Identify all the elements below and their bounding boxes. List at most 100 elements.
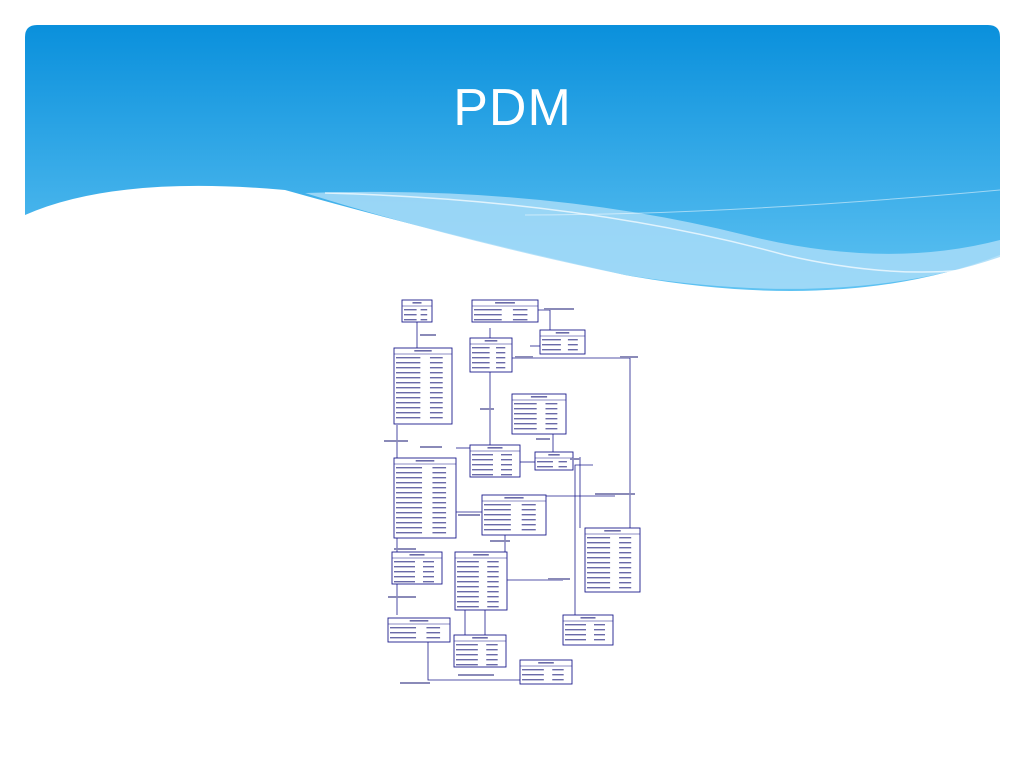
- entity-attribute: [587, 572, 611, 574]
- entity-attribute: [457, 601, 479, 603]
- entity-attribute: [390, 627, 417, 629]
- entity-attribute-type: [429, 392, 443, 394]
- entity-attribute: [390, 632, 417, 634]
- entity-attribute: [587, 552, 611, 554]
- entity-attribute-type: [545, 403, 558, 405]
- entity-attribute-type: [521, 504, 536, 506]
- entity-attribute-type: [423, 566, 434, 568]
- relation-label: [620, 356, 638, 358]
- entity-attribute-type: [429, 412, 443, 414]
- entity-attribute-type: [426, 637, 441, 639]
- entity-attribute: [396, 367, 421, 369]
- entity-attribute: [514, 408, 537, 410]
- relation-label: [420, 446, 442, 448]
- entity-title: [414, 350, 432, 352]
- relation-line: [427, 642, 520, 681]
- entity-box: [401, 299, 433, 323]
- relation-label: [458, 674, 494, 676]
- entity-title: [472, 637, 488, 639]
- relation-label: [544, 308, 574, 310]
- entity-attribute-type: [619, 537, 632, 539]
- entity-attribute-type: [432, 467, 447, 469]
- entity-attribute-type: [429, 377, 443, 379]
- entity-attribute-type: [432, 507, 447, 509]
- entity-box: [584, 527, 641, 593]
- entity-attribute: [587, 582, 611, 584]
- entity-attribute: [587, 567, 611, 569]
- entity-attribute-type: [423, 571, 434, 573]
- entity-title: [473, 554, 489, 556]
- slide-title: PDM: [453, 79, 572, 137]
- entity-attribute-type: [521, 514, 536, 516]
- entity-attribute-type: [429, 417, 443, 419]
- entity-attribute: [472, 347, 490, 349]
- entity-attribute: [457, 586, 479, 588]
- entity-attribute: [456, 664, 478, 666]
- entity-attribute: [587, 557, 611, 559]
- entity-attribute: [396, 377, 421, 379]
- entity-attribute-type: [496, 352, 506, 354]
- entity-attribute-type: [487, 591, 499, 593]
- entity-attribute-type: [487, 596, 499, 598]
- entity-attribute: [457, 591, 479, 593]
- entity-attribute: [565, 629, 586, 631]
- entity-attribute: [587, 547, 611, 549]
- entity-attribute: [456, 644, 478, 646]
- entity-attribute: [396, 517, 423, 519]
- entity-attribute: [542, 339, 561, 341]
- entity-attribute: [522, 679, 544, 681]
- entity-box: [453, 634, 507, 668]
- entity-attribute: [396, 382, 421, 384]
- entity-attribute-type: [432, 487, 447, 489]
- entity-attribute: [396, 357, 421, 359]
- entity-attribute: [472, 469, 493, 471]
- entity-attribute: [484, 529, 511, 531]
- entity-attribute-type: [496, 362, 506, 364]
- entity-box: [469, 444, 521, 478]
- entity-attribute-type: [619, 547, 632, 549]
- entity-attribute: [565, 634, 586, 636]
- entity-attribute: [396, 532, 423, 534]
- relation-label: [536, 438, 550, 440]
- entity-attribute: [484, 519, 511, 521]
- entity-attribute-type: [429, 402, 443, 404]
- entity-attribute: [484, 509, 511, 511]
- entity-attribute-type: [432, 512, 447, 514]
- pdm-diagram-svg: [384, 299, 641, 685]
- entity-attribute: [514, 418, 537, 420]
- banner-wave-line: [524, 189, 1000, 216]
- entity-attribute: [390, 637, 417, 639]
- entity-attribute: [396, 417, 421, 419]
- entity-attribute-type: [619, 582, 632, 584]
- entity-attribute-type: [487, 576, 499, 578]
- entity-attribute-type: [496, 367, 506, 369]
- entity-attribute-type: [429, 397, 443, 399]
- entity-attribute-type: [512, 314, 528, 316]
- entity-attribute: [514, 403, 537, 405]
- entity-title: [484, 340, 498, 342]
- entity-attribute-type: [552, 679, 564, 681]
- entity-attribute: [542, 344, 561, 346]
- entity-attribute-type: [619, 587, 632, 589]
- entity-box: [534, 451, 574, 471]
- relation-label: [384, 440, 408, 442]
- entity-attribute: [396, 467, 423, 469]
- entity-attribute: [472, 362, 490, 364]
- entity-attribute-type: [512, 319, 528, 321]
- entity-attribute: [474, 309, 502, 311]
- entity-attribute-type: [420, 319, 428, 321]
- entity-attribute-type: [432, 497, 447, 499]
- entity-title: [412, 302, 422, 304]
- entity-attribute: [456, 649, 478, 651]
- entity-attribute: [457, 561, 479, 563]
- entity-attribute: [396, 527, 423, 529]
- relation-label: [490, 540, 510, 542]
- entity-attribute-type: [486, 644, 498, 646]
- entity-attribute: [472, 367, 490, 369]
- entity-attribute-type: [432, 527, 447, 529]
- entity-attribute: [587, 542, 611, 544]
- entity-attribute: [396, 392, 421, 394]
- entity-attribute: [484, 514, 511, 516]
- entity-attribute-type: [567, 339, 578, 341]
- entity-attribute: [394, 561, 415, 563]
